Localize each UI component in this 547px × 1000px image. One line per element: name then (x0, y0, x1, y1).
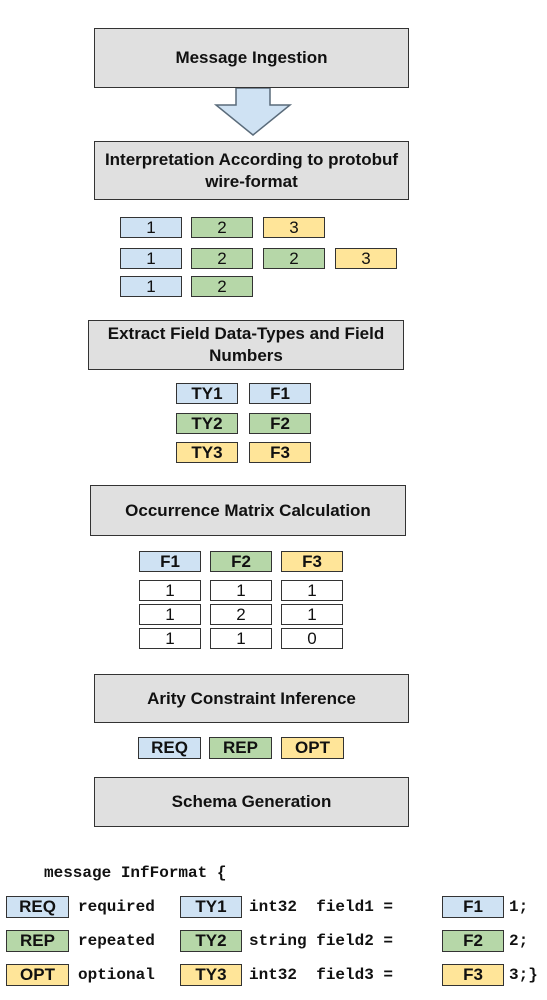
schema-arity-badge: REP (6, 930, 69, 952)
schema-type-badge: TY2 (180, 930, 242, 952)
matrix-header: F1 (139, 551, 201, 572)
schema-decl: int32 field3 = (249, 966, 394, 984)
schema-type-badge: TY3 (180, 964, 242, 986)
matrix-cell: 1 (281, 604, 343, 625)
schema-decl: int32 field1 = (249, 898, 394, 916)
schema-decl: string field2 = (249, 932, 394, 950)
down-arrow-icon (213, 87, 293, 136)
schema-tail: 2; (509, 932, 529, 950)
message-field-chip: 2 (263, 248, 325, 269)
matrix-cell: 2 (210, 604, 272, 625)
stage-label: Message Ingestion (175, 48, 328, 67)
matrix-header: F2 (210, 551, 272, 572)
schema-tail: 1; (509, 898, 529, 916)
matrix-cell: 1 (139, 580, 201, 601)
message-field-chip: 1 (120, 248, 182, 269)
stage-arity-inference: Arity Constraint Inference (94, 674, 409, 723)
matrix-cell: 0 (281, 628, 343, 649)
matrix-cell: 1 (281, 580, 343, 601)
field-number-chip: F2 (249, 413, 311, 434)
schema-label: repeated (78, 932, 155, 950)
message-field-chip: 2 (191, 217, 253, 238)
stage-label: Interpretation According to protobuf wir… (104, 149, 399, 191)
matrix-cell: 1 (210, 628, 272, 649)
stage-label: Occurrence Matrix Calculation (125, 500, 371, 520)
stage-label: Schema Generation (171, 792, 332, 811)
matrix-cell: 1 (139, 628, 201, 649)
field-type-chip: TY2 (176, 413, 238, 434)
arity-badge-opt: OPT (281, 737, 344, 759)
message-field-chip: 2 (191, 248, 253, 269)
schema-tail: 3;} (509, 966, 538, 984)
stage-schema-generation: Schema Generation (94, 777, 409, 827)
stage-label: Extract Field Data-Types and Field Numbe… (107, 324, 385, 365)
schema-label: optional (78, 966, 155, 984)
field-type-chip: TY1 (176, 383, 238, 404)
field-number-chip: F1 (249, 383, 311, 404)
matrix-cell: 1 (210, 580, 272, 601)
stage-occurrence-matrix: Occurrence Matrix Calculation (90, 485, 406, 536)
stage-extract-field-types: Extract Field Data-Types and Field Numbe… (88, 320, 404, 370)
message-field-chip: 1 (120, 276, 182, 297)
field-type-chip: TY3 (176, 442, 238, 463)
schema-number-badge: F2 (442, 930, 504, 952)
message-field-chip: 2 (191, 276, 253, 297)
schema-number-badge: F1 (442, 896, 504, 918)
matrix-header: F3 (281, 551, 343, 572)
stage-interpretation: Interpretation According to protobuf wir… (94, 141, 409, 200)
stage-message-ingestion: Message Ingestion (94, 28, 409, 88)
message-field-chip: 3 (335, 248, 397, 269)
arity-badge-req: REQ (138, 737, 201, 759)
schema-arity-badge: OPT (6, 964, 69, 986)
message-field-chip: 3 (263, 217, 325, 238)
stage-label: Arity Constraint Inference (147, 688, 356, 708)
arity-badge-rep: REP (209, 737, 272, 759)
matrix-cell: 1 (139, 604, 201, 625)
message-field-chip: 1 (120, 217, 182, 238)
schema-type-badge: TY1 (180, 896, 242, 918)
field-number-chip: F3 (249, 442, 311, 463)
schema-label: required (78, 898, 155, 916)
schema-arity-badge: REQ (6, 896, 69, 918)
schema-number-badge: F3 (442, 964, 504, 986)
schema-header: message InfFormat { (44, 864, 227, 882)
